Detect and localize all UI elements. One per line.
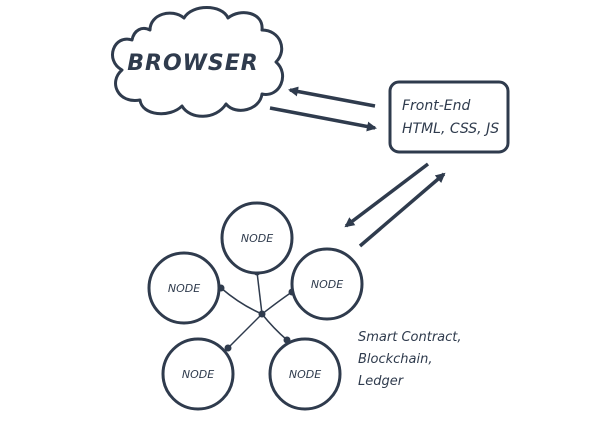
frontend-title: Front-End [402, 98, 471, 114]
link-top [256, 271, 263, 315]
arrow-nodes-to-frontend [358, 172, 446, 248]
link-bottom-right [261, 313, 288, 341]
frontend-box: Front-End HTML, CSS, JS [388, 80, 510, 154]
node-bottom-right-circle [268, 337, 342, 411]
node-left-label: NODE [168, 282, 200, 295]
link-junctions [217, 268, 296, 352]
arrow-frontend-to-browser [288, 86, 376, 108]
browser-label: BROWSER [127, 51, 259, 76]
node-bottom-right-label: NODE [289, 368, 321, 381]
link-right [261, 291, 293, 315]
arrow-browser-to-frontend [269, 106, 377, 132]
node-bottom-left-label: NODE [182, 368, 214, 381]
browser-cloud: BROWSER [111, 6, 284, 118]
cloud-shape [111, 6, 284, 118]
network-links [220, 271, 293, 349]
frontend-tech: HTML, CSS, JS [402, 121, 499, 137]
caption-line-3: Ledger [358, 374, 405, 389]
node-left-circle [147, 251, 221, 325]
network-caption: Smart Contract, Blockchain, Ledger [358, 330, 462, 389]
arrow-frontend-to-nodes [344, 162, 430, 228]
node-right-circle [290, 247, 364, 321]
junction-bottom-left [224, 344, 232, 352]
frontend-rect [388, 80, 510, 154]
node-top: NODE [220, 201, 294, 275]
node-bottom-left-circle [161, 337, 235, 411]
caption-line-1: Smart Contract, [358, 330, 462, 345]
link-bottom-left [227, 313, 263, 349]
junction-center [258, 310, 266, 318]
node-right: NODE [290, 247, 364, 321]
caption-line-2: Blockchain, [358, 352, 433, 367]
link-left [220, 287, 263, 315]
node-top-label: NODE [241, 232, 273, 245]
node-bottom-right: NODE [268, 337, 342, 411]
node-left: NODE [147, 251, 221, 325]
node-top-circle [220, 201, 294, 275]
node-right-label: NODE [311, 278, 343, 291]
node-bottom-left: NODE [161, 337, 235, 411]
